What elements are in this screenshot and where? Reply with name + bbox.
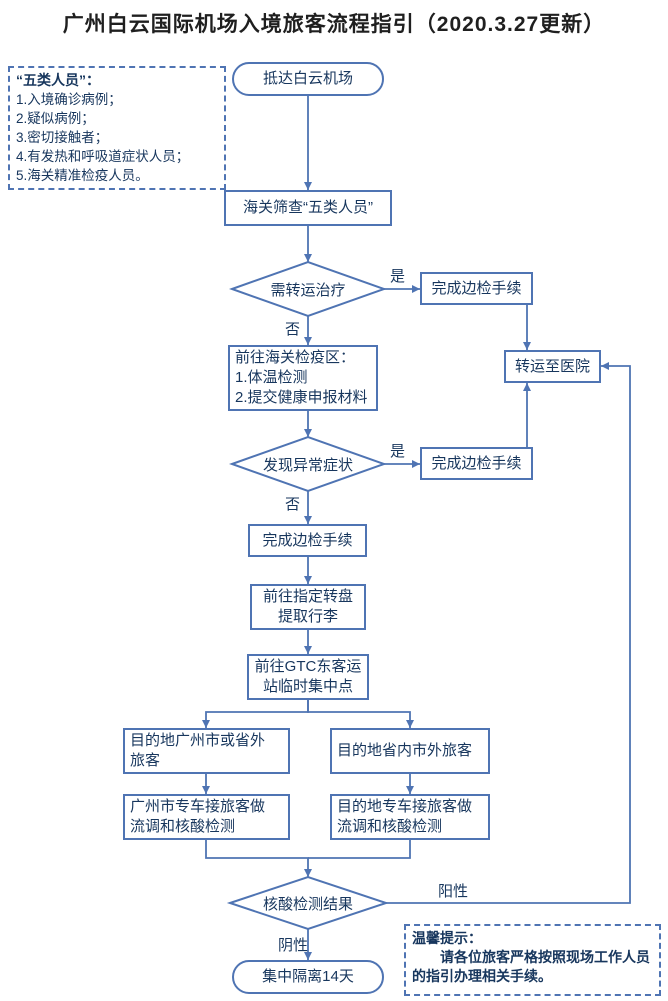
node-customs-screening: 海关筛查“五类人员” — [224, 190, 392, 226]
node-dest-guangzhou: 目的地广州市或省外 旅客 — [123, 728, 290, 774]
edge-decision3-positive-hospital — [386, 362, 631, 904]
legend-item: 3.密切接触者； — [16, 130, 109, 145]
edge-label-no-2: 否 — [285, 496, 301, 513]
edge-shuttles-decision3 — [205, 840, 312, 877]
edge-label-no-1: 否 — [285, 321, 301, 338]
node-guangzhou-shuttle: 广州市专车接旅客做 流调和核酸检测 — [123, 794, 290, 840]
tips-note: 温馨提示： 请各位旅客严格按照现场工作人员的指引办理相关手续。 — [404, 924, 661, 996]
node-baggage-claim: 前往指定转盘 提取行李 — [250, 584, 366, 630]
node-transfer-hospital: 转运至医院 — [504, 350, 601, 383]
diamond-test-result — [226, 875, 390, 931]
decision-need-transfer-label: 需转运治疗 — [270, 281, 346, 299]
five-types-note: “五类人员”： 1.入境确诊病例； 2.疑似病例； 3.密切接触者； 4.有发热… — [8, 66, 226, 190]
edge-gtc-dest-left — [202, 700, 309, 728]
diamond-need-transfer — [229, 260, 387, 318]
page-title: 广州白云国际机场入境旅客流程指引（2020.3.27更新） — [62, 13, 606, 36]
legend-item: 2.疑似病例； — [16, 111, 95, 126]
diamond-abnormal-symptoms — [229, 435, 387, 493]
edge-label-yes-2: 是 — [390, 443, 406, 460]
edge-label-positive: 阳性 — [438, 883, 469, 900]
legend-item: 4.有发热和呼吸道症状人员； — [16, 149, 190, 164]
node-border-check-2: 完成边检手续 — [420, 447, 533, 480]
node-gtc-gathering: 前往GTC东客运 站临时集中点 — [247, 654, 369, 700]
node-dest-province: 目的地省内市外旅客 — [330, 728, 490, 774]
node-border-check-1: 完成边检手续 — [420, 272, 533, 305]
five-types-heading: “五类人员”： — [16, 72, 100, 88]
decision-test-result-label: 核酸检测结果 — [262, 895, 353, 913]
node-border-check-3: 完成边检手续 — [248, 524, 367, 557]
edge-gtc-dest-right — [307, 700, 414, 728]
edge-shuttle-right-merge — [308, 840, 411, 859]
edge-label-negative: 阴性 — [278, 937, 309, 954]
legend-item: 1.入境确诊病例； — [16, 92, 122, 107]
node-quarantine-area: 前往海关检疫区： 1.体温检测 2.提交健康申报材料 — [228, 345, 378, 411]
decision-abnormal-symptoms-label: 发现异常症状 — [262, 456, 353, 474]
node-isolation-14days: 集中隔离14天 — [232, 960, 384, 994]
tips-heading: 温馨提示： — [412, 930, 482, 946]
node-start: 抵达白云机场 — [232, 62, 384, 96]
node-destination-shuttle: 目的地专车接旅客做 流调和核酸检测 — [330, 794, 490, 840]
legend-item: 5.海关精准检疫人员。 — [16, 168, 149, 183]
tips-body: 请各位旅客严格按照现场工作人员的指引办理相关手续。 — [412, 949, 650, 984]
edge-label-yes-1: 是 — [390, 268, 406, 285]
